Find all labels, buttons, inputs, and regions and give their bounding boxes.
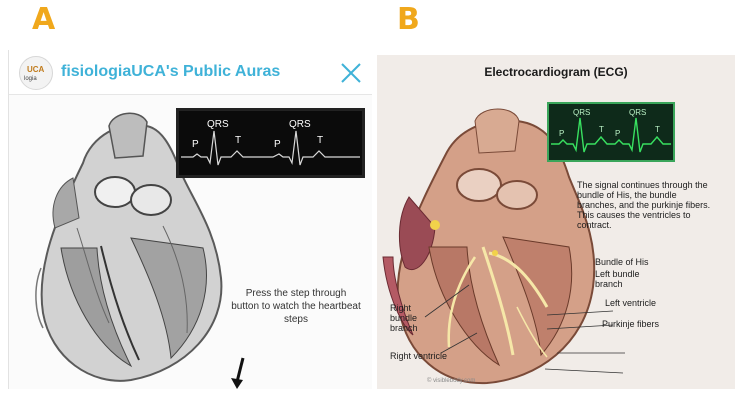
ecg-monitor-b: P QRS T P QRS T: [547, 102, 675, 162]
ecg-b-label-t1: T: [599, 125, 604, 134]
ecg-b-label-p2: P: [615, 129, 620, 138]
logo-text: UCA: [27, 65, 45, 74]
aura-header: UCA logia fisiologiaUCA's Public Auras: [9, 50, 372, 95]
fisiologia-uca-logo: UCA logia: [19, 56, 53, 90]
logo-subtext: logia: [24, 76, 37, 82]
panel-a-label: A: [32, 2, 55, 37]
label-purkinje-fibers: Purkinje fibers: [602, 319, 659, 329]
ecg-a-label-p2: P: [274, 139, 281, 150]
label-left-ventricle: Left ventricle: [605, 298, 656, 308]
label-right-bundle-branch: Right bundle branch: [390, 303, 430, 333]
ecg-a-label-qrs1: QRS: [207, 119, 229, 130]
arrow-down-icon: [231, 356, 255, 389]
ecg-b-label-qrs2: QRS: [629, 108, 646, 117]
ecg-monitor-a: P QRS T P QRS T: [176, 108, 365, 178]
panel-a-app-screenshot: UCA logia fisiologiaUCA's Public Auras P: [8, 50, 372, 389]
conduction-description: The signal continues through the bundle …: [577, 180, 717, 230]
ecg-b-label-qrs1: QRS: [573, 108, 590, 117]
aura-title: fisiologiaUCA's Public Auras: [61, 63, 280, 81]
close-icon[interactable]: [339, 61, 363, 85]
ecg-title: Electrocardiogram (ECG): [377, 65, 735, 79]
copyright-text: © visiblebody.com: [427, 376, 475, 386]
label-bundle-of-his: Bundle of His: [595, 257, 649, 267]
panel-b-label: B: [397, 2, 420, 37]
ecg-b-label-p1: P: [559, 129, 564, 138]
ecg-a-label-t2: T: [317, 135, 323, 146]
step-through-instructions: Press the step through button to watch t…: [231, 287, 361, 326]
ecg-b-label-t2: T: [655, 125, 660, 134]
panel-b-ecg-illustration: Electrocardiogram (ECG) P QRS T P QRS T: [377, 55, 735, 389]
label-left-bundle-branch: Left bundle branch: [595, 269, 655, 289]
label-right-ventricle: Right ventricle: [390, 351, 447, 361]
ecg-a-label-p1: P: [192, 139, 199, 150]
ecg-a-label-t1: T: [235, 135, 241, 146]
ecg-a-label-qrs2: QRS: [289, 119, 311, 130]
